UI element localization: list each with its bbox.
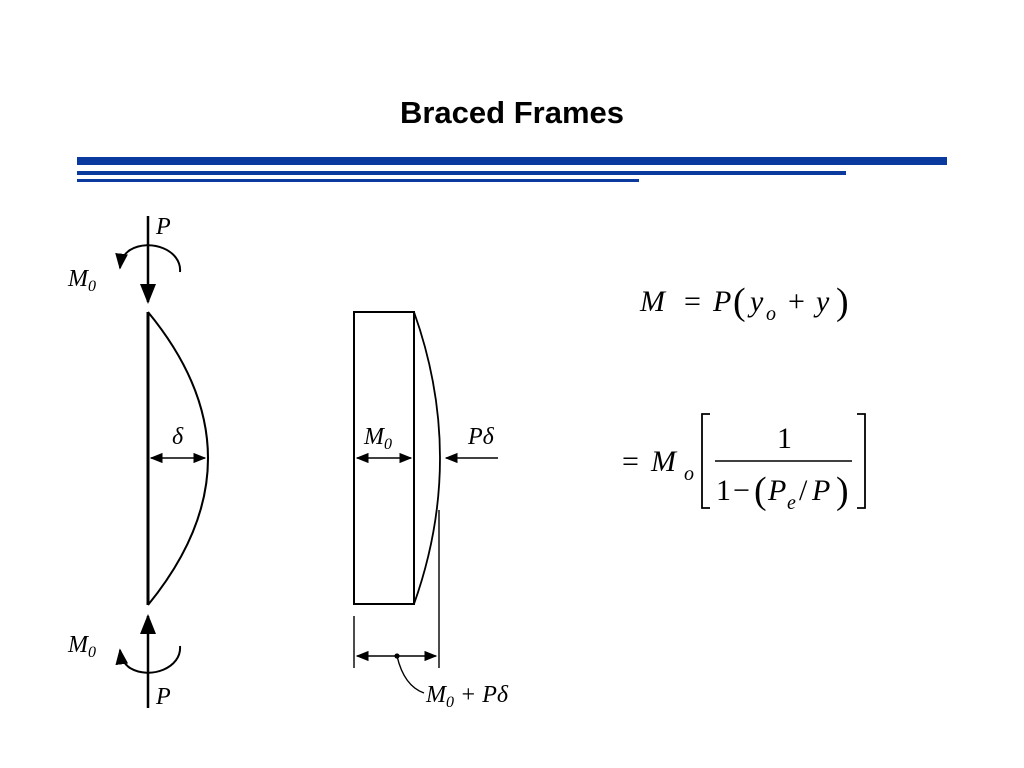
moment-label-top: M0: [67, 266, 96, 295]
moment-label-bottom: M0: [67, 632, 96, 661]
header-rule-middle: [77, 171, 846, 175]
header-rule-short: [77, 179, 639, 182]
column-diagram: P M0 δ P M0: [67, 214, 209, 710]
eq2-sub-o: o: [684, 463, 694, 485]
eq2-equals: =: [622, 445, 639, 478]
eq2-pe: P: [767, 474, 786, 507]
eq1-y: y: [747, 285, 764, 318]
eq2-m: M: [650, 445, 678, 478]
deflection-label: δ: [172, 424, 184, 450]
eq2-sub-e: e: [787, 492, 796, 514]
eq2-open-paren: (: [754, 470, 767, 512]
deflected-shape: [147, 311, 209, 606]
eq2-p: P: [811, 474, 830, 507]
eq2-one: 1: [716, 474, 731, 507]
moment-diagram: M0 Pδ M0 + Pδ: [353, 311, 509, 711]
moment-arc-bottom: [115, 645, 182, 674]
header-rules: [77, 157, 947, 182]
header-rule-thick: [77, 157, 947, 165]
eq1-plus: +: [788, 285, 805, 318]
eq1-close-paren: ): [836, 281, 849, 323]
moment-arc-top: [115, 244, 182, 273]
secondary-moment-curve: [413, 311, 441, 605]
primary-moment-label: M0: [363, 424, 392, 453]
eq1-sub-o: o: [766, 303, 776, 325]
eq1-load: P: [712, 285, 731, 318]
eq2-minus: −: [733, 474, 750, 507]
eq2-close-paren: ): [836, 470, 849, 512]
load-label-top: P: [155, 214, 171, 240]
load-label-bottom: P: [155, 684, 171, 710]
slide-title: Braced Frames: [399, 95, 624, 130]
total-moment-label: M0 + Pδ: [425, 682, 509, 711]
eq2-slash: /: [799, 474, 808, 507]
eq2-right-bracket: [857, 413, 866, 509]
equation-2: = M o 1 1 − ( P e / P ): [622, 413, 866, 514]
eq1-lhs: M: [639, 285, 667, 318]
equation-1: M = P ( y o + y ): [639, 281, 849, 325]
eq2-left-bracket: [701, 413, 710, 509]
p-delta-label: Pδ: [467, 424, 495, 450]
eq2-numerator: 1: [777, 422, 792, 455]
primary-moment-block: [353, 311, 415, 605]
eq1-equals: =: [684, 285, 701, 318]
eq1-open-paren: (: [733, 281, 746, 323]
total-moment-leader: [396, 655, 425, 694]
eq1-y2: y: [813, 285, 830, 318]
